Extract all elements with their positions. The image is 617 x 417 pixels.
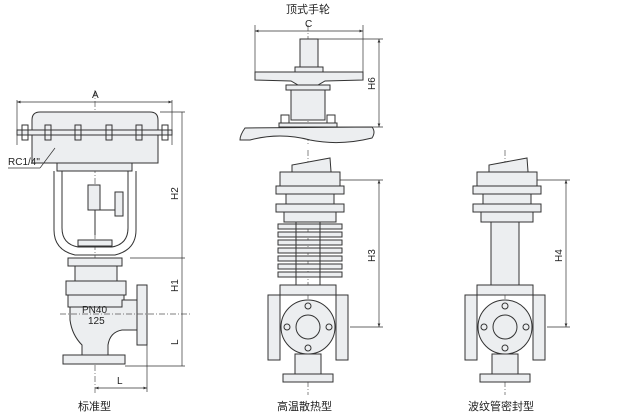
dim-h3-label: H3 <box>367 249 378 262</box>
standard-valve: A RC1/4" PN40 125 H2 <box>8 90 190 413</box>
body-pressure-mark: PN40 <box>82 305 107 316</box>
bellows-caption: 波纹管密封型 <box>468 399 534 413</box>
dim-c-label: C <box>305 19 312 30</box>
body-size-mark: 125 <box>88 316 105 327</box>
dim-h1-label: H1 <box>170 279 181 292</box>
high-temp-caption: 高温散热型 <box>277 399 332 413</box>
port-label: RC1/4" <box>8 157 40 168</box>
top-handwheel: 顶式手轮 C H6 <box>239 2 383 145</box>
dim-a-label: A <box>92 90 99 101</box>
handwheel-title: 顶式手轮 <box>286 2 330 16</box>
dim-h2-label: H2 <box>170 187 181 200</box>
dim-l-horizontal-label: L <box>117 376 123 387</box>
dim-h6-label: H6 <box>367 77 378 90</box>
bellows-valve: H4 波纹管密封型 <box>464 150 570 413</box>
high-temp-valve: H3 高温散热型 <box>267 150 383 413</box>
dim-l-vertical-label: L <box>170 339 181 345</box>
standard-caption: 标准型 <box>78 399 111 413</box>
dim-h4-label: H4 <box>554 249 565 262</box>
